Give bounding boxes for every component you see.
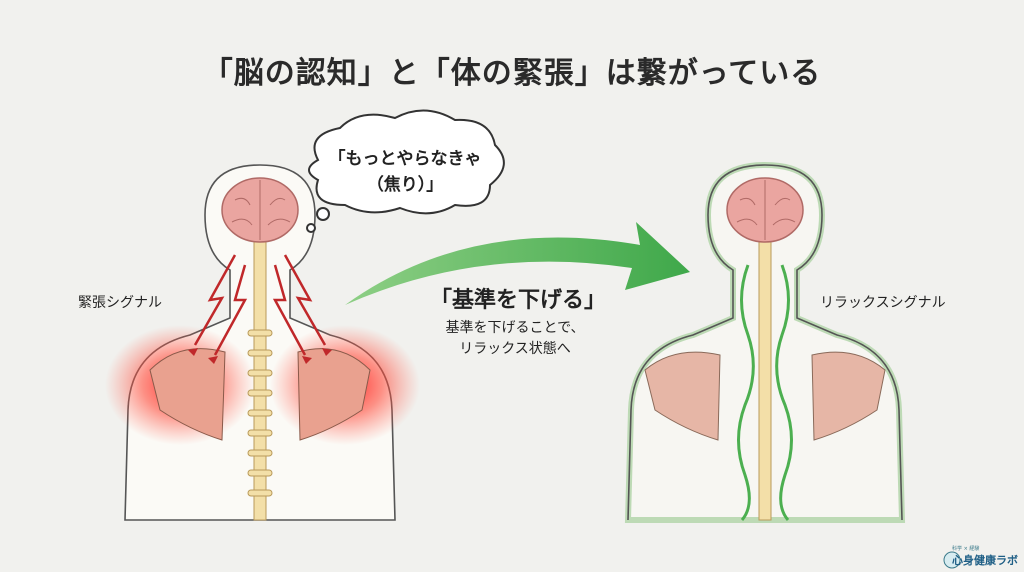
thought-line-2: （焦り）」	[366, 175, 444, 195]
lower-standard-description: 基準を下げることで、 リラックス状態へ	[420, 318, 610, 360]
relaxed-figure	[624, 161, 906, 523]
logo-tagline: 科学 × 経験	[952, 546, 980, 552]
logo-name: 心身健康ラボ	[952, 554, 1018, 567]
tension-signal-icons	[193, 254, 327, 356]
tension-signal-label: 緊張シグナル	[78, 295, 162, 311]
relax-signal-label: リラックスシグナル	[820, 295, 946, 311]
spine	[253, 239, 267, 521]
desc-line-1: 基準を下げることで、	[445, 320, 585, 336]
thought-bubble	[306, 109, 505, 233]
brand-logo: 科学 × 経験 心身健康ラボ	[952, 545, 1018, 568]
transition-arrow	[345, 222, 690, 305]
thought-bubble-text: 「もっとやらなきゃ （焦り）」	[300, 146, 510, 198]
tense-figure	[105, 164, 420, 521]
relax-signal-lines	[737, 264, 793, 521]
desc-line-2: リラックス状態へ	[459, 341, 571, 357]
thought-line-1: 「もっとやらなきゃ	[328, 149, 482, 169]
logo-icon	[943, 551, 961, 569]
page-title: 「脳の認知」と「体の緊張」は繋がっている	[202, 56, 822, 91]
lower-standard-title: 「基準を下げる」	[429, 288, 606, 313]
